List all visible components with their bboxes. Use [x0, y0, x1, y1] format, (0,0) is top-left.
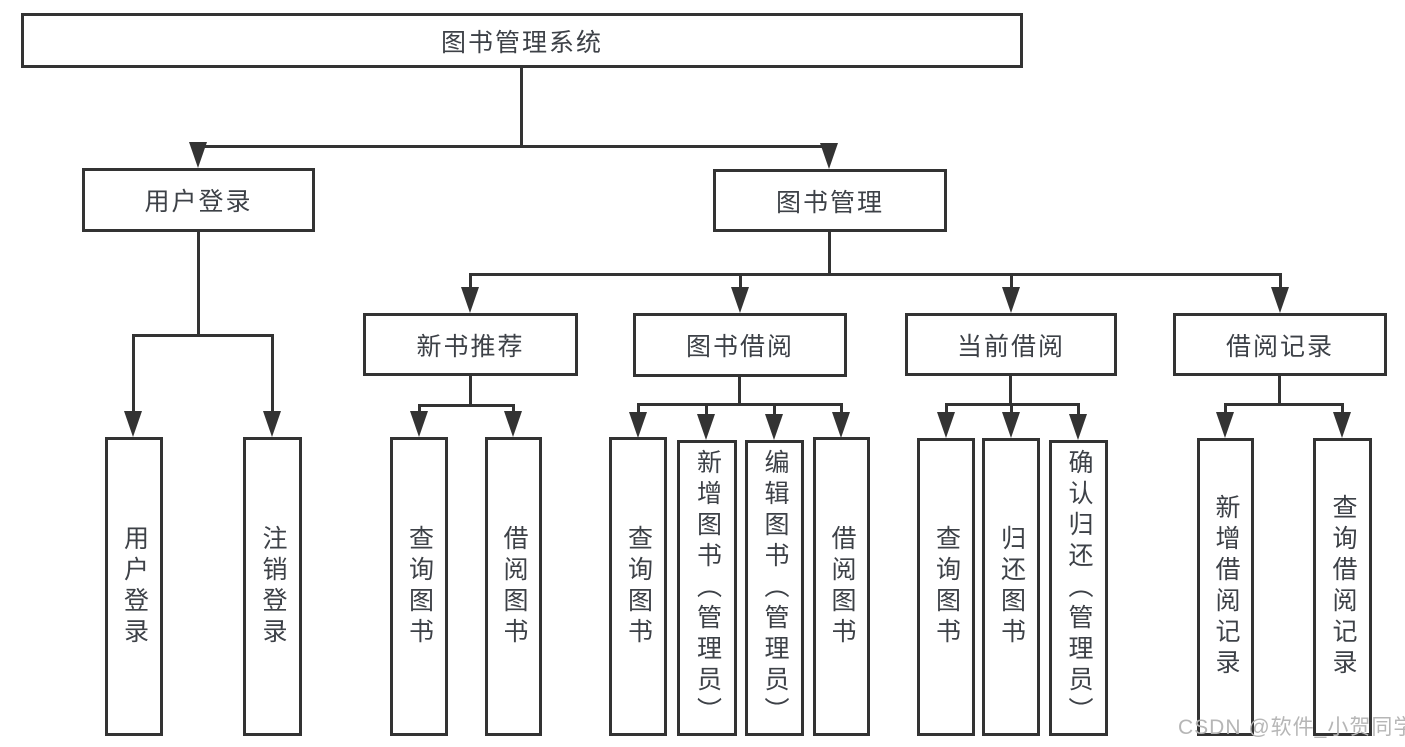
- connector-shaft: [840, 403, 843, 415]
- arrowhead-icon: [820, 143, 838, 169]
- connector-user-login-bar: [132, 334, 274, 337]
- arrowhead-icon: [731, 287, 749, 313]
- arrowhead-icon: [504, 411, 522, 437]
- leaf-edit-books-admin: 编辑图书（管理员）: [745, 440, 804, 736]
- arrowhead-icon: [1271, 287, 1289, 313]
- arrowhead-icon: [1002, 412, 1020, 438]
- node-borrow-records: 借阅记录: [1173, 313, 1387, 376]
- csdn-watermark: CSDN @软件_小贺同学: [1178, 716, 1405, 739]
- node-book-management: 图书管理: [713, 169, 947, 232]
- connector-shaft: [1010, 403, 1013, 415]
- connector-stem: [1278, 376, 1281, 406]
- connector-shaft: [1224, 403, 1227, 415]
- connector-shaft: [637, 403, 640, 415]
- leaf-query-books-borrow: 查询图书: [609, 437, 667, 736]
- node-user-login: 用户登录: [82, 168, 315, 232]
- arrowhead-icon: [189, 142, 207, 168]
- arrowhead-icon: [765, 414, 783, 440]
- leaf-query-borrow-record: 查询借阅记录: [1313, 438, 1372, 736]
- connector-shaft: [132, 334, 135, 412]
- leaf-query-books-current: 查询图书: [917, 438, 975, 736]
- connector-shaft: [705, 403, 708, 417]
- arrowhead-icon: [410, 411, 428, 437]
- leaf-add-borrow-record: 新增借阅记录: [1197, 438, 1254, 736]
- connector-stem: [469, 376, 472, 407]
- leaf-query-books-recommend: 查询图书: [390, 437, 448, 736]
- node-new-book-recommend: 新书推荐: [363, 313, 578, 376]
- leaf-logout: 注销登录: [243, 437, 302, 736]
- connector-shaft: [1077, 403, 1080, 417]
- leaf-borrow-books-recommend: 借阅图书: [485, 437, 542, 736]
- leaf-return-books: 归还图书: [982, 438, 1040, 736]
- arrowhead-icon: [1216, 412, 1234, 438]
- arrowhead-icon: [124, 411, 142, 437]
- arrowhead-icon: [263, 411, 281, 437]
- connector-shaft: [773, 403, 776, 417]
- connector-shaft: [512, 404, 515, 414]
- connector-shaft: [418, 404, 421, 414]
- node-current-borrow: 当前借阅: [905, 313, 1117, 376]
- connector-shaft: [1341, 403, 1344, 415]
- arrowhead-icon: [832, 412, 850, 438]
- connector-user-login-stem: [197, 232, 200, 337]
- connector-shaft: [469, 273, 472, 289]
- connector-bar: [637, 403, 843, 406]
- arrowhead-icon: [1069, 414, 1087, 440]
- arrowhead-icon: [697, 414, 715, 440]
- arrowhead-icon: [1002, 287, 1020, 313]
- node-book-borrow: 图书借阅: [633, 313, 847, 377]
- connector-shaft: [1279, 273, 1282, 289]
- node-root-title: 图书管理系统: [21, 13, 1023, 68]
- leaf-confirm-return-admin: 确认归还（管理员）: [1049, 440, 1108, 736]
- arrowhead-icon: [461, 287, 479, 313]
- connector-book-mgmt-bar: [469, 273, 1282, 276]
- leaf-borrow-books: 借阅图书: [813, 437, 870, 736]
- leaf-add-books-admin: 新增图书（管理员）: [677, 440, 737, 736]
- connector-shaft: [739, 273, 742, 289]
- connector-shaft: [945, 403, 948, 415]
- connector-stem: [1009, 376, 1012, 406]
- connector-shaft: [1010, 273, 1013, 289]
- arrowhead-icon: [629, 412, 647, 438]
- connector-bar: [1224, 403, 1344, 406]
- connector-shaft: [271, 334, 274, 412]
- arrowhead-icon: [1333, 412, 1351, 438]
- leaf-user-login: 用户登录: [105, 437, 163, 736]
- connector-root-bar: [197, 145, 831, 148]
- connector-book-mgmt-stem: [828, 232, 831, 276]
- connector-bar: [418, 404, 515, 407]
- arrowhead-icon: [937, 412, 955, 438]
- connector-root-stem: [520, 68, 523, 148]
- connector-stem: [738, 377, 741, 406]
